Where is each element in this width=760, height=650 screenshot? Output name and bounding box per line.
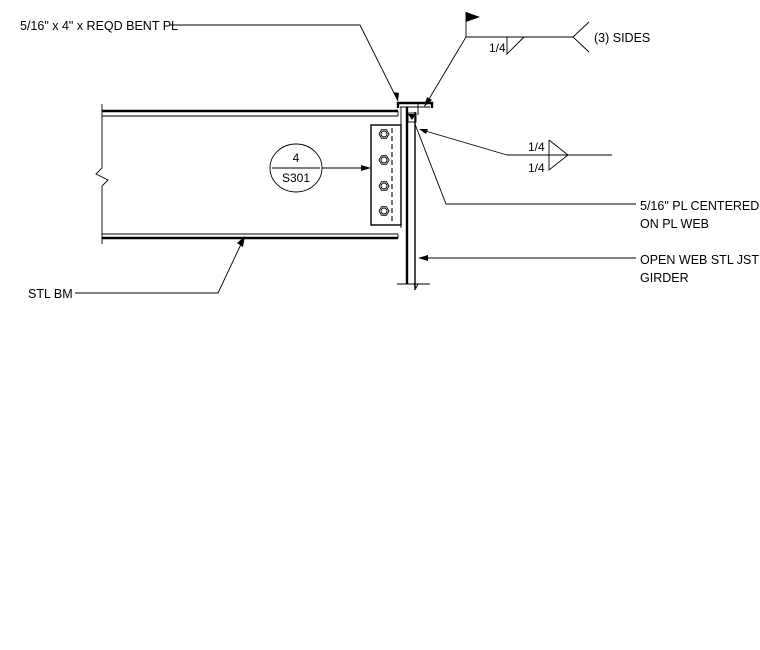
bolt-1 xyxy=(378,129,390,139)
section-number: 4 xyxy=(293,151,300,165)
bolt-4 xyxy=(378,206,390,216)
bent-plate-label: 5/16" x 4" x REQD BENT PL xyxy=(20,19,178,33)
sides-label: (3) SIDES xyxy=(594,31,650,45)
bolt-2 xyxy=(378,155,390,165)
weld-symbol-top xyxy=(424,12,590,107)
girder-label-line2: GIRDER xyxy=(640,271,689,285)
centered-plate-label-line1: 5/16" PL CENTERED xyxy=(640,199,759,213)
steel-beam xyxy=(95,104,399,244)
weld-symbol-right xyxy=(419,129,612,171)
girder-label-line1: OPEN WEB STL JST xyxy=(640,253,759,267)
weld-size-right-bottom: 1/4 xyxy=(528,161,545,175)
steel-beam-label: STL BM xyxy=(28,287,73,301)
weld-size-top: 1/4 xyxy=(489,41,506,55)
weld-size-right-top: 1/4 xyxy=(528,140,545,154)
leader-lines xyxy=(75,24,636,294)
field-weld-flag-icon xyxy=(466,12,480,22)
shear-plate xyxy=(370,124,402,226)
section-sheet: S301 xyxy=(282,171,310,185)
centered-plate-label-line2: ON PL WEB xyxy=(640,217,709,231)
bolt-3 xyxy=(378,181,390,191)
section-callout[interactable]: 4 S301 xyxy=(269,143,323,193)
open-web-joist-girder xyxy=(396,101,434,290)
